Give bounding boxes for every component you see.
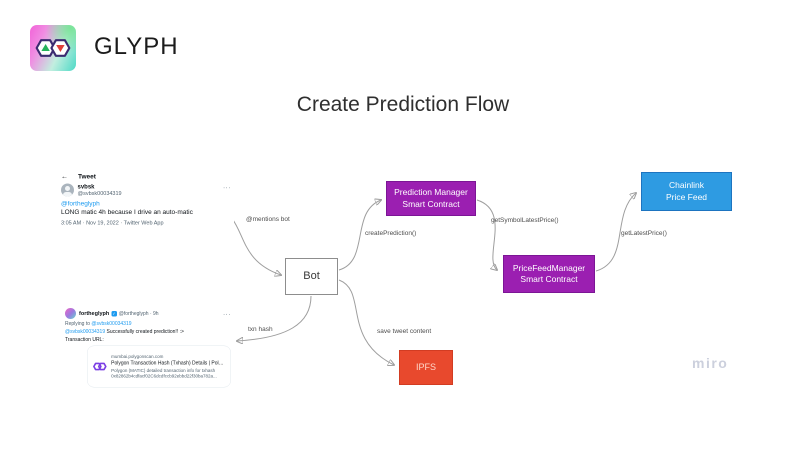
avatar [65,308,76,319]
node-bot-label: Bot [303,270,320,283]
tweet-author-name: svbsk [77,183,95,190]
node-chainlink-price-feed[interactable]: Chainlink Price Feed [641,172,732,211]
replying-to-label: Replying to [65,321,91,327]
reply-body-text: Successfully created prediction!! :> [105,329,184,335]
polygon-logo-icon [93,362,107,371]
reply-author-handle: @fortheglyph · 9h [118,310,159,317]
edge-label-get-symbol-latest-price[interactable]: getSymbolLatestPrice() [491,217,559,224]
node-pm-line1: Prediction Manager [394,187,468,198]
connector-save-tweet-content[interactable] [338,279,394,365]
node-chainlink-line2: Price Feed [665,191,708,202]
back-arrow-icon[interactable]: ← [61,172,68,180]
link-title: Polygon Transaction Hash (Txhash) Detail… [111,360,226,367]
tweet-timestamp: 3:05 AM · Nov 19, 2022 · Twitter Web App [61,220,164,227]
edge-label-create-prediction[interactable]: createPrediction() [365,230,417,237]
tweet-body: LONG matic 4h because I drive an auto-ma… [61,208,193,216]
tweet-header-title: Tweet [78,172,96,180]
node-pm-line2: Smart Contract [402,198,460,209]
node-chainlink-line1: Chainlink [669,180,704,191]
tweet-request-card[interactable]: ← Tweet svbsk @svbsk00034319 ··· @forthe… [58,170,234,234]
node-prediction-manager[interactable]: Prediction Manager Smart Contract [386,181,476,216]
node-price-feed-manager[interactable]: PriceFeedManager Smart Contract [503,255,595,293]
node-pfm-line1: PriceFeedManager [512,262,586,273]
connector-get-symbol-latest-price[interactable] [476,199,497,270]
node-pfm-line2: Smart Contract [520,274,578,284]
reply-author-name: fortheglyph [79,310,110,317]
edge-label-mentions-bot[interactable]: @mentions bot [246,216,290,223]
down-triangle-icon [56,45,65,53]
glyph-hexagons-icon [35,39,71,57]
link-domain: mumbai.polygonscan.com [111,353,164,359]
edge-label-save-tweet-content[interactable]: save tweet content [377,328,432,335]
edge-label-get-latest-price[interactable]: getLatestPrice() [621,230,667,237]
tweet-mention: @fortheglyph [61,199,100,208]
polygonscan-link-card[interactable]: mumbai.polygonscan.com Polygon Transacti… [87,345,231,388]
tweet-author-handle: @svbsk00034319 [77,190,122,197]
avatar [61,183,74,197]
miro-watermark: miro [692,355,729,371]
transaction-url-label: Transaction URL: [65,337,104,343]
up-triangle-icon [41,43,50,51]
reply-body-mention[interactable]: @svbsk00034319 [65,329,106,335]
node-ipfs-label: IPFS [415,362,436,373]
more-options-icon[interactable]: ··· [223,309,231,318]
connector-create-prediction[interactable] [338,200,381,271]
tweet-header: ← Tweet [61,172,231,180]
page-title[interactable]: Create Prediction Flow [296,93,510,116]
node-ipfs[interactable]: IPFS [399,350,453,385]
more-options-icon[interactable]: ··· [223,183,231,192]
connector-txn-hash[interactable] [237,295,312,341]
tweet-reply-card[interactable]: fortheglyph ✓ @fortheglyph · 9h ··· Repl… [62,306,234,394]
node-bot[interactable]: Bot [285,258,338,295]
link-description: Polygon (MATIC) detailed transaction inf… [111,367,217,379]
glyph-logo-icon [30,25,76,71]
edge-label-txn-hash[interactable]: txn hash [248,326,273,333]
verified-badge-icon: ✓ [111,310,117,317]
replying-to-handle[interactable]: @svbsk00034319 [91,321,132,327]
connector-get-latest-price[interactable] [595,193,636,272]
brand-name: GLYPH [94,33,179,60]
